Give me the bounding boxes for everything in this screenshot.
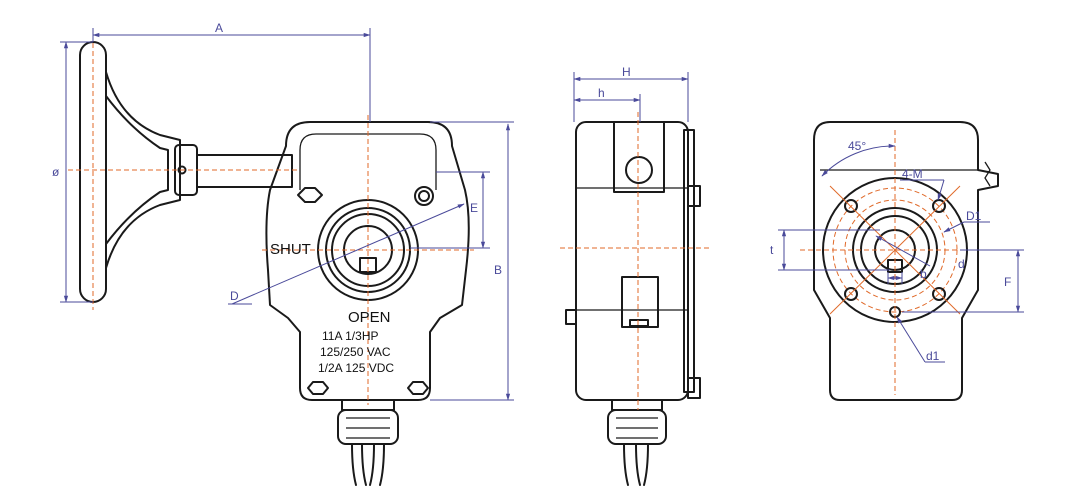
hex-bolt-icon [307,381,329,395]
side-top-block [613,121,665,193]
dim-label-b: B [494,263,502,277]
cable-gland [337,399,399,486]
dim-label-h-upper: H [622,65,631,79]
shut-label: SHUT [270,241,311,258]
dim-label-angle: 45° [848,139,866,153]
rating-line-2: 125/250 VAC [320,345,391,359]
side-view: H h [560,65,710,486]
dim-label-phi: ø [52,165,60,179]
bolt-hole-icon [844,199,858,213]
dim-label-h-lower: h [598,86,605,100]
front-body [265,121,470,401]
rear-view: 45° 4-M D1 t b d F d1 [770,121,1024,401]
bolt-hole-icon [844,287,858,301]
dim-label-f: F [1004,275,1011,289]
rating-line-3: 1/2A 125 VDC [318,361,394,375]
dim-label-e: E [470,201,478,215]
dim-label-holes: 4-M [902,167,923,181]
side-body [575,121,689,401]
dim-label-b-key: b [920,267,927,281]
hex-bolt-icon [297,187,323,203]
bolt-hole-icon [932,287,946,301]
rating-line-1: 11A 1/3HP [322,329,378,343]
fitting-icon [414,186,434,206]
shaft [196,154,293,188]
handwheel [79,41,198,303]
hex-bolt-icon [407,381,429,395]
dim-label-d-front: D [230,289,239,303]
dim-label-a: A [215,21,223,35]
open-label: OPEN [348,309,391,326]
front-view: A ø B E D SHUT OPEN 11A 1/3HP 125/250 VA… [52,21,514,486]
rear-body [813,121,999,401]
dim-label-d-bore: d [958,257,965,271]
dim-label-d1-upper: D1 [966,209,982,223]
dim-label-t: t [770,243,774,257]
dim-label-d1-lower: d1 [926,349,940,363]
